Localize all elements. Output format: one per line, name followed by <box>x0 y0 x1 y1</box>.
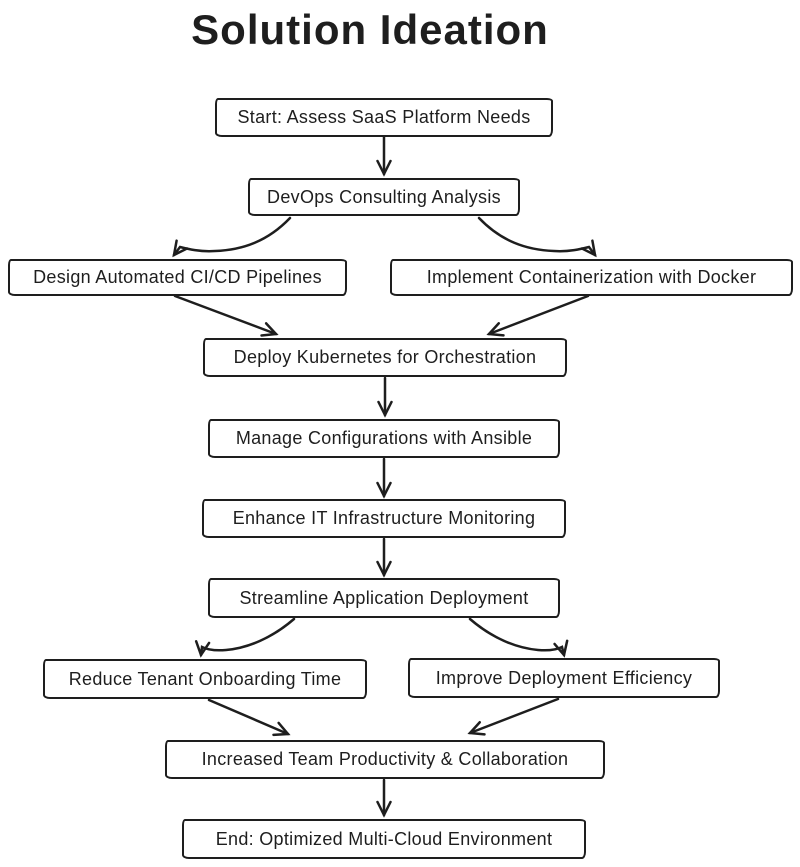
node-start-label: Start: Assess SaaS Platform Needs <box>237 107 531 127</box>
edge-streamline-improve <box>468 617 569 658</box>
edge-devops-design <box>172 216 292 258</box>
node-increased-label: Increased Team Productivity & Collaborat… <box>201 749 569 769</box>
node-increased: Increased Team Productivity & Collaborat… <box>165 740 605 779</box>
node-ansible-label: Manage Configurations with Ansible <box>235 428 533 448</box>
edge-docker-kubernetes <box>486 294 590 337</box>
node-improve: Improve Deployment Efficiency <box>408 658 720 698</box>
node-ansible: Manage Configurations with Ansible <box>208 419 560 458</box>
edge-streamline-reduce <box>194 617 296 658</box>
node-start: Start: Assess SaaS Platform Needs <box>215 98 553 137</box>
node-reduce-label: Reduce Tenant Onboarding Time <box>68 668 342 689</box>
node-streamline-label: Streamline Application Deployment <box>239 587 529 608</box>
diagram-title: Solution Ideation <box>191 6 549 53</box>
node-streamline: Streamline Application Deployment <box>208 578 560 618</box>
node-design-label: Design Automated CI/CD Pipelines <box>33 267 322 287</box>
node-monitoring: Enhance IT Infrastructure Monitoring <box>202 499 566 538</box>
edge-design-kubernetes <box>173 294 279 337</box>
node-kubernetes-label: Deploy Kubernetes for Orchestration <box>233 347 537 367</box>
node-devops-label: DevOps Consulting Analysis <box>267 186 501 207</box>
edge-reduce-increased <box>207 698 291 737</box>
node-kubernetes: Deploy Kubernetes for Orchestration <box>203 338 567 377</box>
node-devops: DevOps Consulting Analysis <box>248 178 520 216</box>
node-reduce: Reduce Tenant Onboarding Time <box>43 659 367 699</box>
node-docker-label: Implement Containerization with Docker <box>426 267 757 287</box>
edge-devops-docker <box>477 216 597 258</box>
node-end: End: Optimized Multi-Cloud Environment <box>182 819 586 859</box>
node-improve-label: Improve Deployment Efficiency <box>435 667 693 688</box>
node-end-label: End: Optimized Multi-Cloud Environment <box>215 828 553 849</box>
node-design: Design Automated CI/CD Pipelines <box>8 259 347 296</box>
node-monitoring-label: Enhance IT Infrastructure Monitoring <box>232 508 536 528</box>
edge-improve-increased <box>467 697 560 736</box>
node-docker: Implement Containerization with Docker <box>390 259 793 296</box>
